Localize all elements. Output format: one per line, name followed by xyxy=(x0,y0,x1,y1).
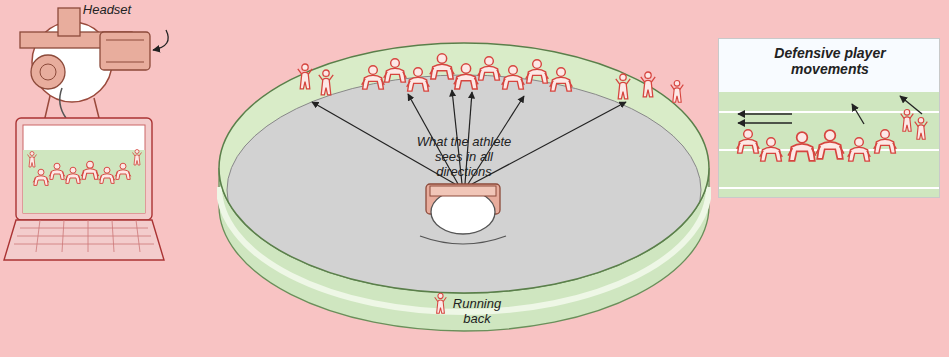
head-strap xyxy=(20,32,132,48)
laptop-base xyxy=(4,220,164,260)
goggle-detail xyxy=(106,40,144,62)
laptop xyxy=(4,118,164,260)
player-figure xyxy=(671,81,684,103)
arena-rim xyxy=(219,43,709,293)
top-strap xyxy=(58,8,80,36)
goggles xyxy=(100,32,150,70)
view-caption: What the athlete sees in all directions xyxy=(409,135,519,180)
player-label: Running back xyxy=(446,297,508,327)
headset-figure xyxy=(20,8,168,122)
arena-cylinder: What the athlete sees in all directions xyxy=(217,38,711,338)
screen-player xyxy=(133,150,142,166)
cable xyxy=(60,88,66,118)
panel-heading: Defensive player movements xyxy=(760,45,900,77)
ear-piece-ring xyxy=(40,64,56,80)
keyboard-grid xyxy=(14,220,154,252)
ear-piece xyxy=(31,55,65,89)
inset-panel: Defensive player movements xyxy=(718,38,940,198)
screen-player xyxy=(99,167,115,183)
screen-player xyxy=(49,163,65,179)
headset-label: Headset xyxy=(72,3,142,18)
screen-player xyxy=(115,163,131,179)
laptop-screen xyxy=(23,125,145,213)
arena-floor xyxy=(227,75,701,305)
screen-player xyxy=(33,169,49,185)
neck-line xyxy=(44,96,100,122)
screen-field xyxy=(23,150,145,213)
arena-outline xyxy=(217,38,711,338)
headset-arrow xyxy=(153,30,168,50)
head-outline xyxy=(32,22,112,102)
screen-player xyxy=(65,167,81,183)
screen-player xyxy=(28,152,37,168)
laptop-lid xyxy=(16,118,152,220)
screen-player xyxy=(81,161,98,179)
